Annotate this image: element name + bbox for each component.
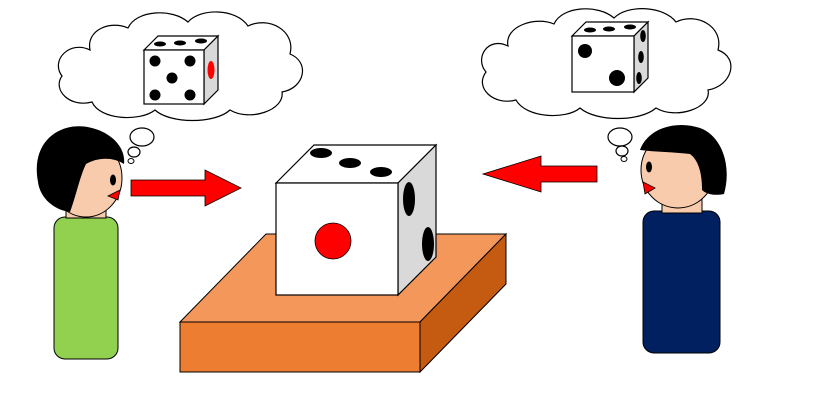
center-die-front-pip: [314, 222, 352, 260]
thought-die-right-front-pip: [609, 70, 625, 86]
thought-die-right-side-pip: [636, 72, 642, 84]
thought-die-right-top-pip: [603, 26, 615, 32]
thought-bubble-right-small: [615, 145, 629, 157]
thought-die-right-side-pip: [640, 30, 646, 42]
person-left-eye: [110, 174, 116, 186]
thought-bubble-left-small: [127, 146, 141, 158]
thought-cloud-right: [481, 8, 732, 162]
center-die-top-pip: [370, 167, 392, 177]
center-die-top-pip: [310, 148, 332, 158]
thought-die-left-front-pip: [149, 55, 161, 67]
thought-die-right-top-pip: [584, 27, 596, 33]
thought-cloud-left: [57, 11, 304, 164]
thought-bubble-left-large: [129, 127, 155, 147]
person-right-mouth: [642, 181, 656, 195]
thought-die-left-front-pip: [166, 72, 178, 84]
thought-die-left-front-pip: [184, 55, 196, 67]
person-left: [36, 126, 125, 360]
center-die-top-pip: [339, 158, 361, 168]
center-die: [274, 143, 438, 297]
person-left-hair: [36, 126, 125, 212]
thought-bubble-left-tiny: [127, 158, 135, 164]
person-right: [640, 124, 727, 354]
arrow-left-to-die: [130, 169, 242, 207]
center-die-side-pip: [422, 227, 434, 261]
arrow-right-to-die: [481, 155, 598, 193]
thought-bubble-right-tiny: [620, 156, 628, 162]
thought-die-left-front-pip: [149, 89, 161, 101]
thought-die-right-front: [571, 35, 635, 93]
thought-die-left-top-pip: [174, 40, 186, 46]
thought-die-left-side-pip: [207, 61, 215, 79]
person-left-mouth: [107, 189, 121, 201]
thought-die-right-top-pip: [624, 24, 636, 30]
thought-die-right-front-pip: [578, 44, 592, 58]
person-right-eye: [646, 161, 652, 173]
thought-die-right-side-pip: [638, 51, 644, 63]
thought-die-left-top-pip: [154, 41, 166, 47]
thought-die-left-front-pip: [184, 89, 196, 101]
person-right-body: [642, 210, 721, 354]
thought-die-left: [142, 34, 220, 106]
person-right-hair: [640, 124, 727, 195]
center-die-side-pip: [403, 182, 415, 216]
thought-die-left-top-pip: [195, 38, 207, 44]
thought-die-right: [570, 20, 650, 94]
thought-bubble-right-large: [607, 127, 633, 147]
pedestal-front: [179, 321, 421, 373]
person-left-body: [53, 216, 119, 360]
